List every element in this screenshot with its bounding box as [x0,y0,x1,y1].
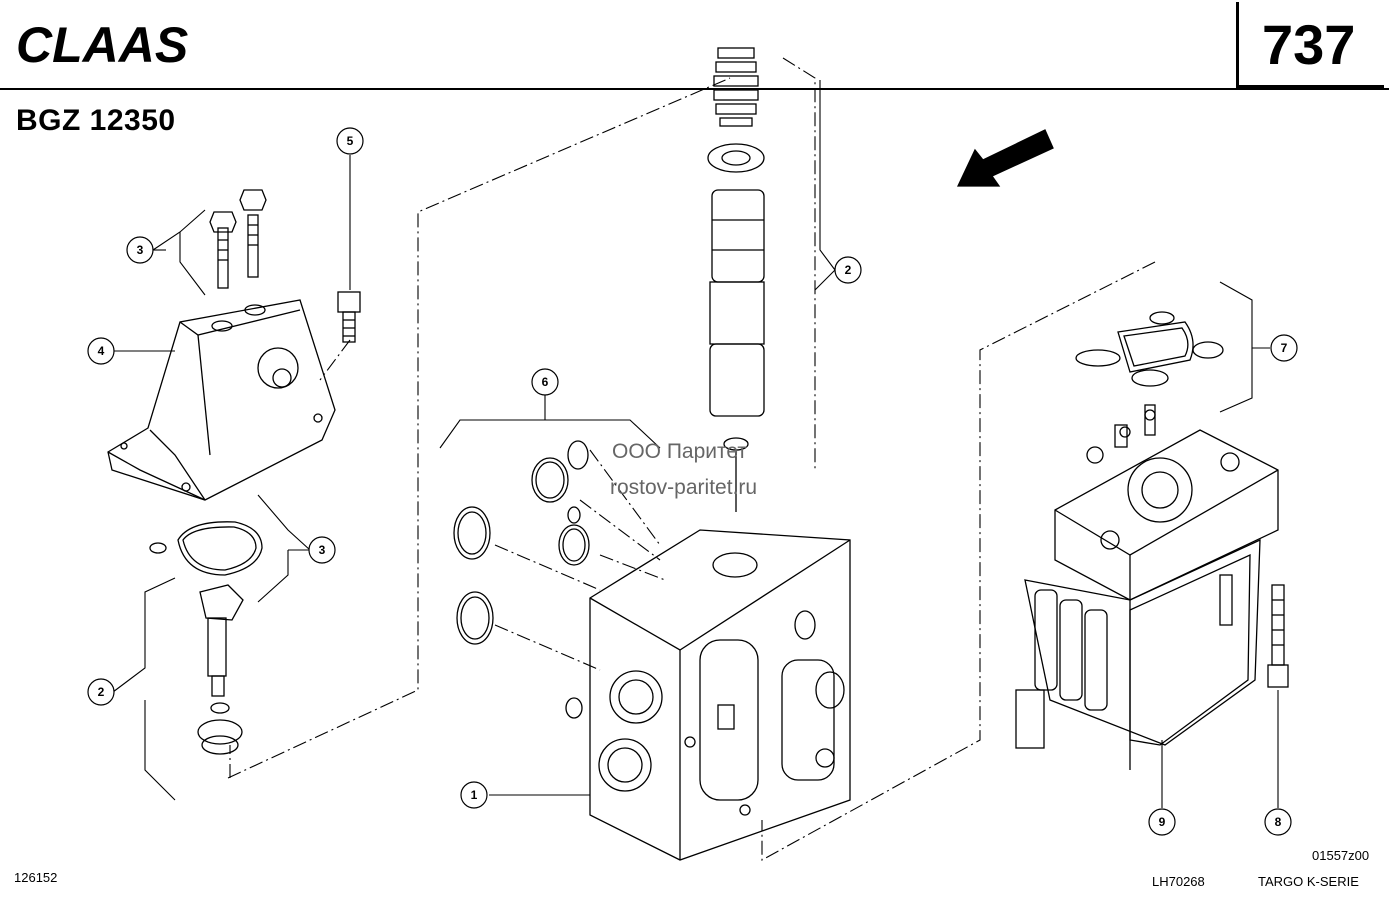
header-separator [0,88,1389,90]
part-spool-2-upper [707,47,765,512]
part-solenoid-9 [1015,404,1279,770]
callout-4: 4 [87,337,115,365]
svg-text:9: 9 [1159,815,1166,829]
callout-5: 5 [336,127,364,155]
watermark-company: ООО Паритет [612,440,748,463]
part-spool-2-lower [197,584,244,755]
part-gasket-3 [149,521,263,576]
svg-text:3: 3 [137,243,144,257]
svg-text:1: 1 [471,788,478,802]
model-code: BGZ 12350 [16,104,176,137]
callout-6: 6 [531,368,559,396]
svg-text:3: 3 [319,543,326,557]
callout-2-lower: 2 [87,678,115,706]
brand-text: CLAAS [16,18,188,70]
part-seals-7 [1075,311,1224,387]
callout-8: 8 [1264,808,1292,836]
part-screw-8 [1267,584,1289,688]
claas-logo: CLAAS [14,17,234,75]
svg-text:8: 8 [1275,815,1282,829]
watermark-url: rostov-paritet.ru [610,476,758,499]
direction-arrow-icon [956,129,1054,187]
claas-logo-mark: CLAAS [16,17,188,73]
footer-doc-code: LH70268 [1152,874,1205,889]
part-housing-4 [107,299,336,501]
callout-1: 1 [460,781,488,809]
callout-3-lower: 3 [308,536,336,564]
callouts: 1 2 2 3 3 4 5 6 7 8 9 [87,127,1298,836]
part-orings-6 [453,440,590,719]
part-studs-3 [209,189,267,289]
assembly-guide-lines [227,57,1156,861]
part-screw-5 [337,291,361,343]
svg-text:6: 6 [542,375,549,389]
callout-2-upper: 2 [834,256,862,284]
footer-left-code: 126152 [14,870,58,885]
svg-text:4: 4 [98,344,105,358]
svg-text:7: 7 [1281,341,1288,355]
callout-7: 7 [1270,334,1298,362]
svg-text:2: 2 [98,685,105,699]
svg-text:5: 5 [347,134,354,148]
callout-3-upper: 3 [126,236,154,264]
svg-text:2: 2 [845,263,852,277]
callout-9: 9 [1148,808,1176,836]
footer-series: TARGO K-SERIE [1258,874,1359,889]
page-number: 737 [1262,13,1356,76]
part-valve-body-1 [589,529,851,861]
leader-lines [112,80,1279,808]
page-number-box [1236,2,1384,88]
footer-drawing-code: 01557z00 [1312,848,1370,863]
